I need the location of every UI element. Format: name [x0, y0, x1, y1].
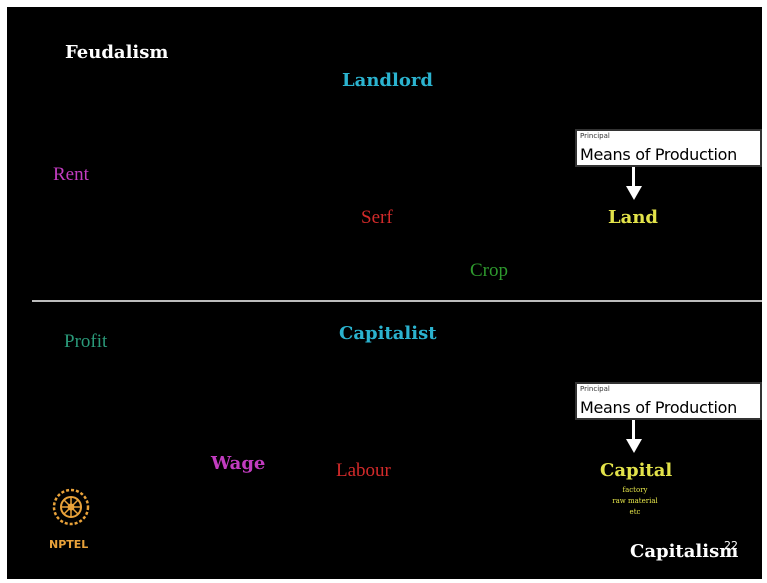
capital-item: raw material [612, 497, 658, 505]
nptel-logo-icon [52, 488, 90, 526]
principal-caption: Principal [580, 385, 610, 393]
capital-item: factory [622, 486, 648, 494]
rent-label: Rent [53, 164, 89, 185]
principal-caption: Principal [580, 132, 610, 140]
crop-label: Crop [470, 260, 508, 281]
labour-label: Labour [336, 460, 391, 481]
arrow-head-icon [626, 186, 642, 200]
slide-canvas: Feudalism Landlord Rent Serf Crop Princi… [7, 7, 762, 579]
capitalist-label: Capitalist [339, 323, 437, 344]
nptel-logo-text: NPTEL [49, 538, 89, 551]
arrow-down-icon [632, 420, 635, 440]
capitalism-footer-label: Capitalism [630, 541, 739, 562]
capital-item: etc [629, 508, 641, 516]
capital-label: Capital [600, 460, 673, 481]
land-label: Land [608, 207, 658, 228]
means-of-production-label: Means of Production [580, 145, 737, 164]
means-of-production-box-capitalist: Principal Means of Production [575, 382, 762, 420]
page-number: 22 [724, 539, 738, 552]
serf-label: Serf [361, 207, 393, 228]
profit-label: Profit [64, 331, 108, 352]
means-of-production-label: Means of Production [580, 398, 737, 417]
arrow-head-icon [626, 439, 642, 453]
capital-items: factory raw material etc [590, 485, 680, 518]
feudalism-heading: Feudalism [65, 42, 169, 63]
wage-label: Wage [211, 453, 266, 474]
landlord-label: Landlord [342, 70, 433, 91]
means-of-production-box-feudal: Principal Means of Production [575, 129, 762, 167]
section-divider [32, 300, 762, 302]
arrow-down-icon [632, 167, 635, 187]
